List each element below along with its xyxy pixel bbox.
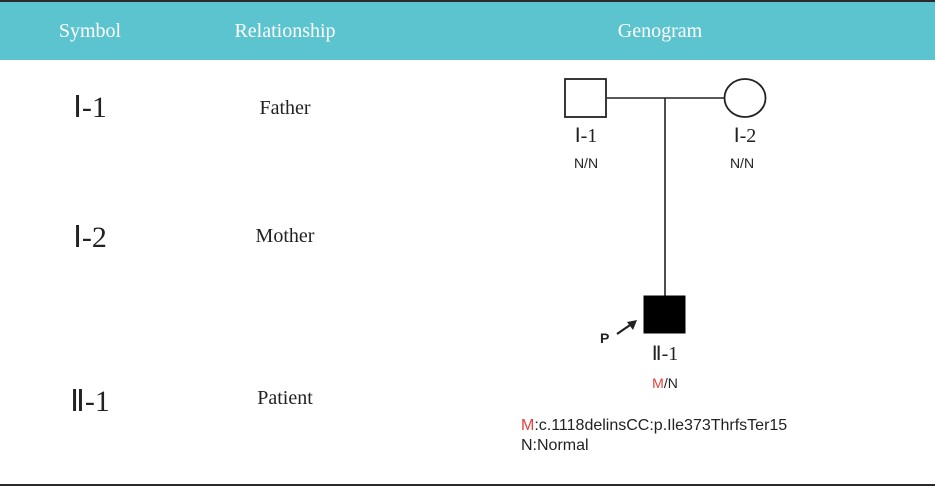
symbol-I-2: Ⅰ-2 (73, 221, 107, 254)
patient-genotype-mutant: M (652, 375, 664, 391)
proband-arrow-head (627, 320, 637, 330)
relationship-patient: Patient (257, 387, 313, 409)
proband-marker: P (600, 330, 609, 346)
header-relationship: Relationship (234, 20, 336, 42)
patient-affected-square (643, 295, 686, 334)
father-genotype: N/N (574, 155, 598, 171)
father-label: Ⅰ-1 (575, 125, 598, 147)
mother-circle (723, 78, 767, 118)
table-top-rule (0, 0, 935, 2)
mother-label: Ⅰ-2 (734, 125, 757, 147)
table-bottom-rule (0, 484, 935, 486)
patient-label: Ⅱ-1 (652, 343, 679, 365)
genotype-legend: M:c.1118delinsCC:p.Ile373ThrfsTer15 N:No… (521, 416, 787, 456)
patient-genotype-rest: /N (664, 375, 678, 391)
legend-normal-line: N:Normal (521, 437, 589, 454)
header-genogram: Genogram (617, 20, 703, 42)
father-square (564, 78, 607, 118)
relationship-father: Father (259, 97, 311, 119)
symbol-II-1: Ⅱ-1 (70, 385, 110, 418)
header-symbol: Symbol (58, 20, 122, 42)
symbol-I-1: Ⅰ-1 (73, 91, 107, 124)
relationship-mother: Mother (255, 225, 315, 247)
mother-genotype: N/N (730, 155, 754, 171)
table-header: Symbol Relationship Genogram (0, 2, 935, 60)
legend-mutant-key: M (521, 417, 535, 434)
legend-mutant-line: M:c.1118delinsCC:p.Ile373ThrfsTer15 (521, 416, 787, 436)
patient-genotype: M/N (652, 375, 678, 391)
legend-mutant-desc: :c.1118delinsCC:p.Ile373ThrfsTer15 (534, 417, 788, 434)
